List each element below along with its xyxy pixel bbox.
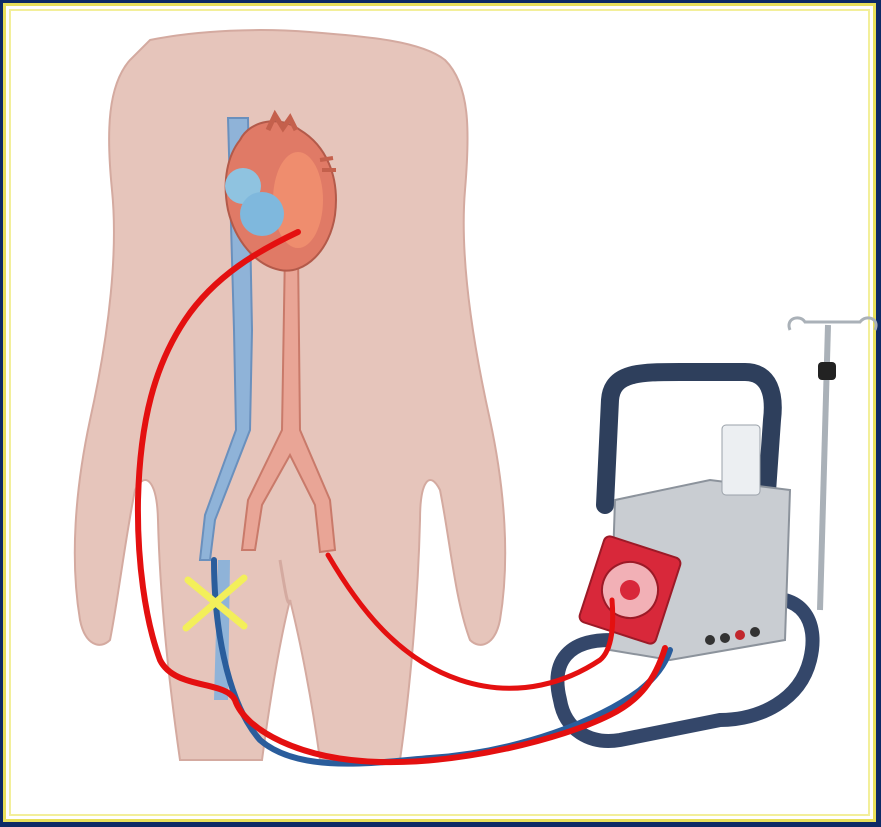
display-panel xyxy=(722,425,760,495)
iv-hooks xyxy=(789,318,876,330)
right-ventricle xyxy=(240,192,284,236)
iv-pole xyxy=(789,318,876,610)
pole-clamp xyxy=(818,362,836,380)
ecmo-console xyxy=(557,372,812,741)
